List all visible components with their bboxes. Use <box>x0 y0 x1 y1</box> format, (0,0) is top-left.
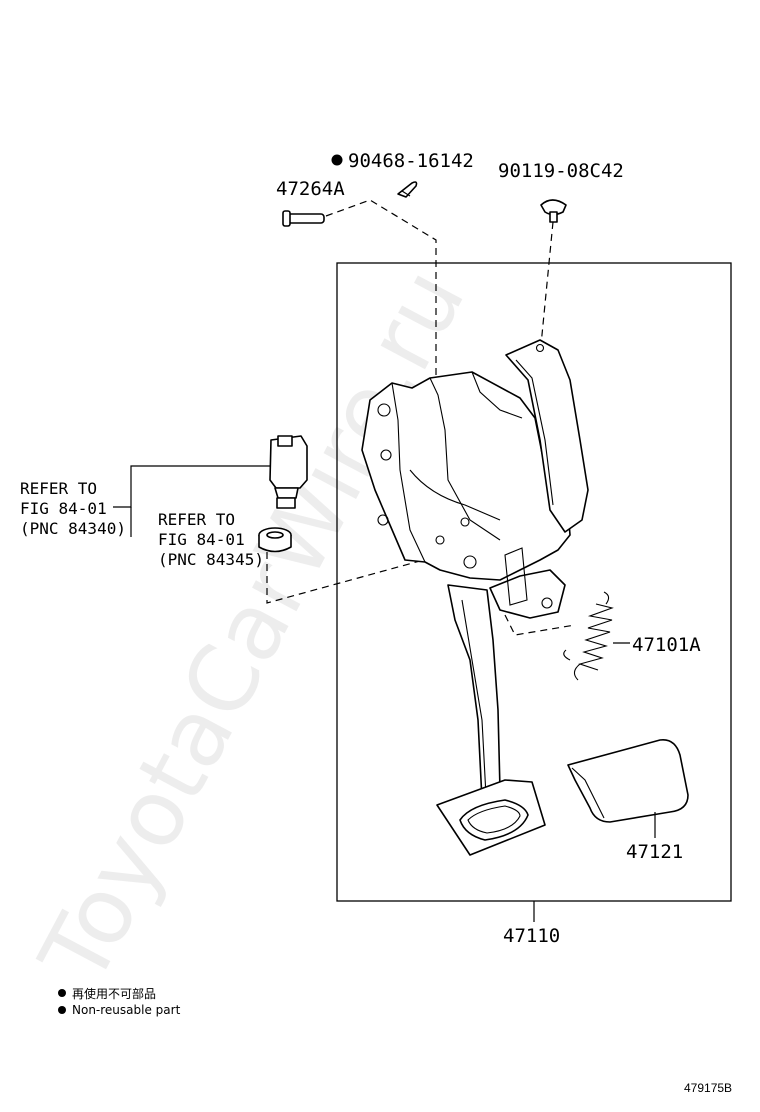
spring-alignment-line <box>504 614 576 636</box>
ref1-line2: FIG 84-01 <box>20 499 107 518</box>
pedal-bracket <box>361 339 589 619</box>
part-label-90119-08c42: 90119-08C42 <box>498 160 624 182</box>
bolt-90119-08c42 <box>540 199 567 223</box>
pin-alignment-line <box>325 199 437 470</box>
ref2-line1: REFER TO <box>158 510 235 529</box>
clevis-pin-47264a <box>282 210 325 227</box>
ref2-line2: FIG 84-01 <box>158 530 245 549</box>
legend-bullet-jp <box>58 989 66 997</box>
pedal-cushion <box>258 527 292 553</box>
bolt-alignment-line <box>540 221 554 346</box>
stop-lamp-switch <box>269 435 308 509</box>
return-spring-47101a <box>563 591 614 681</box>
part-label-90468-16142: 90468-16142 <box>348 150 474 172</box>
figure-id: 479175B <box>684 1081 732 1095</box>
legend-bullet-en <box>58 1006 66 1014</box>
part-label-47264a: 47264A <box>276 178 345 200</box>
watermark: ToyotaCarWire.ru <box>19 252 485 1001</box>
non-reusable-marker <box>331 154 343 166</box>
clip-90468-16142 <box>397 181 418 198</box>
legend-jp: 再使用不可部品 <box>72 986 156 1001</box>
part-label-47110: 47110 <box>503 925 560 947</box>
pedal-pad-cover-47121 <box>567 738 689 823</box>
ref1-line1: REFER TO <box>20 479 97 498</box>
pedal-pad <box>436 779 546 856</box>
ref1-line3: (PNC 84340) <box>20 519 126 538</box>
legend-en: Non-reusable part <box>72 1003 181 1017</box>
part-label-47121: 47121 <box>626 841 683 863</box>
part-label-47101a: 47101A <box>632 634 701 656</box>
brake-pedal-arm <box>447 584 501 801</box>
ref1-leader <box>113 465 270 508</box>
ref2-line3: (PNC 84345) <box>158 550 264 569</box>
